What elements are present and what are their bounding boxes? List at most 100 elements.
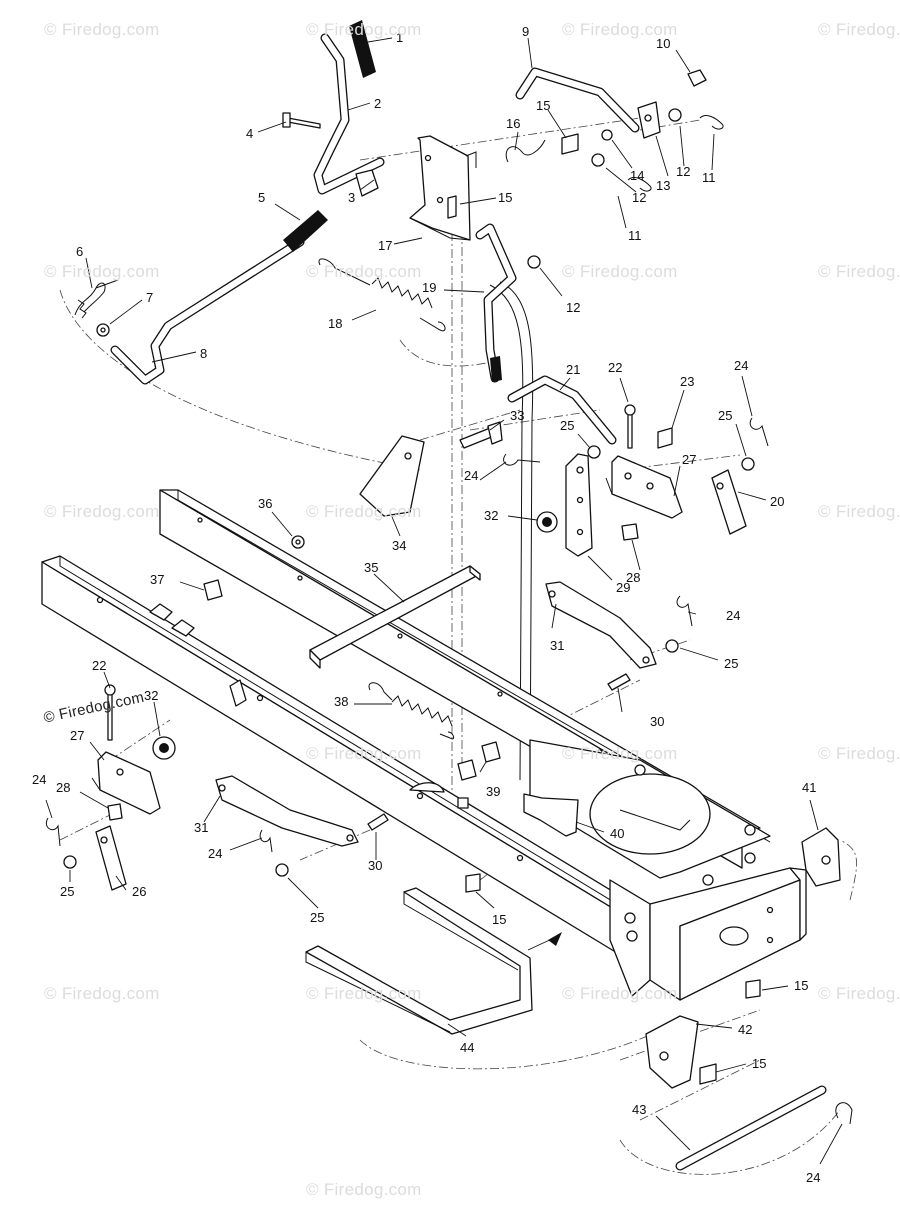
callout-10: 10	[656, 36, 670, 51]
rod-9	[505, 67, 724, 269]
plate-hole	[576, 496, 584, 504]
callout-12: 12	[676, 164, 690, 179]
bolt-head	[487, 421, 503, 445]
bracket-27-left	[91, 684, 161, 821]
nut-23	[657, 427, 673, 449]
bushing-bore	[159, 743, 169, 753]
callout-13: 13	[656, 178, 670, 193]
rail-slot	[457, 797, 469, 809]
rod-19	[475, 223, 517, 383]
cotter-11	[699, 115, 724, 130]
arrow-shaft	[527, 937, 555, 951]
watermark: © Firedog.com	[306, 744, 422, 763]
callout-1: 1	[396, 30, 403, 45]
plate-3	[355, 169, 379, 197]
callout-19: 19	[422, 280, 436, 295]
callout-25: 25	[560, 418, 574, 433]
callout-18: 18	[328, 316, 342, 331]
watermark: © Firedog.com	[44, 984, 160, 1003]
grip-1	[349, 20, 376, 78]
callout-6: 6	[76, 244, 83, 259]
hairpin-24	[45, 817, 61, 847]
rail-hole	[497, 691, 503, 697]
rail-slot	[409, 782, 445, 793]
box-bolt	[626, 930, 638, 942]
watermark: © Firedog.com	[306, 1180, 422, 1199]
lever-assembly-5-8	[74, 210, 328, 385]
box-hole	[766, 936, 774, 944]
washer-25	[587, 445, 601, 459]
callout-35: 35	[364, 560, 378, 575]
bushing-bore	[542, 517, 552, 527]
callout-38: 38	[334, 694, 348, 709]
washer-25	[275, 863, 289, 877]
plate-29	[565, 453, 593, 557]
frame-opening	[589, 773, 711, 855]
grip-5	[283, 210, 328, 252]
callout-27: 27	[70, 728, 84, 743]
link-hole	[346, 834, 354, 842]
box-bolt	[624, 912, 636, 924]
nut-28	[107, 803, 123, 821]
callout-15: 15	[794, 978, 808, 993]
frame-bolt	[744, 852, 756, 864]
washer-hole	[295, 539, 301, 545]
watermark: © Firedog.com	[306, 984, 422, 1003]
callout-44: 44	[460, 1040, 474, 1055]
frame-rear-plate	[529, 739, 771, 886]
callout-28: 28	[626, 570, 640, 585]
callout-25: 25	[718, 408, 732, 423]
bracket-hole	[821, 855, 831, 865]
plate-hole	[100, 836, 108, 844]
nut-10	[687, 69, 707, 87]
cotter-11	[627, 177, 652, 192]
callout-12: 12	[632, 190, 646, 205]
callout-26: 26	[132, 884, 146, 899]
cross-shaft-35	[309, 565, 481, 669]
frame-bolt	[744, 824, 756, 836]
lever-assembly-1-2	[282, 20, 385, 197]
callout-15: 15	[752, 1056, 766, 1071]
washer-12	[591, 153, 605, 167]
frame-bolt	[634, 764, 646, 776]
bracket-40	[523, 793, 579, 837]
watermark: © Firedog.com	[818, 262, 900, 281]
bracket-41	[801, 827, 841, 887]
callout-34: 34	[392, 538, 406, 553]
washer-12	[668, 108, 682, 122]
washer-25	[741, 457, 755, 471]
watermark: © Firedog.com	[562, 744, 678, 763]
frame-rail-front	[41, 555, 651, 963]
bolt-4	[287, 117, 321, 129]
link-31	[545, 581, 657, 669]
hitch-hole	[719, 926, 749, 946]
rail-hole	[197, 517, 203, 523]
callout-30: 30	[650, 714, 664, 729]
plate-hole	[576, 466, 584, 474]
callout-20: 20	[770, 494, 784, 509]
callout-24: 24	[734, 358, 748, 373]
callout-39: 39	[486, 784, 500, 799]
link-31	[215, 775, 359, 847]
callout-40: 40	[610, 826, 624, 841]
callout-11: 11	[702, 170, 716, 185]
callout-3: 3	[348, 190, 355, 205]
plate-26	[95, 825, 127, 891]
bracket-42	[645, 1015, 699, 1089]
watermark: © Firedog.com	[44, 20, 160, 39]
callout-22: 22	[92, 658, 106, 673]
bolt-15	[465, 873, 481, 893]
callout-15: 15	[498, 190, 512, 205]
link-hole	[642, 656, 650, 664]
callout-31: 31	[194, 820, 208, 835]
watermark: © Firedog.com	[306, 502, 422, 521]
watermark: © Firedog.com	[818, 984, 900, 1003]
callout-25: 25	[724, 656, 738, 671]
plate-hole	[576, 528, 584, 536]
callout-41: 41	[802, 780, 816, 795]
frame-bolt	[702, 874, 714, 886]
rail-hole	[397, 633, 403, 639]
watermark: © Firedog.com	[562, 984, 678, 1003]
callout-33: 33	[510, 408, 524, 423]
nut-39	[457, 759, 477, 781]
